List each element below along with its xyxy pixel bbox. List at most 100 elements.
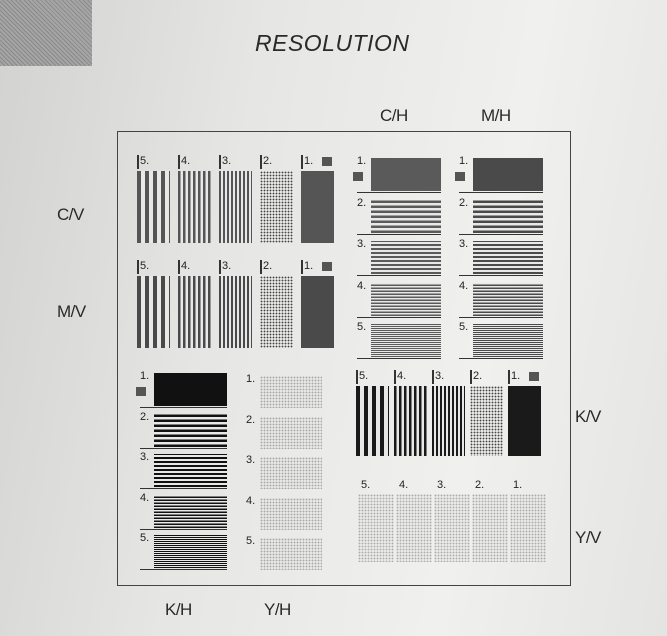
- kh-num-2: 2.: [140, 410, 150, 423]
- kh-rule-5: [140, 569, 227, 570]
- kv-num-2: 2.: [473, 370, 483, 382]
- ch-rule-3: [357, 275, 441, 276]
- kv-block-3: [432, 386, 465, 456]
- mh-rule-5: [459, 358, 543, 359]
- yh-num-3: 3.: [246, 454, 256, 466]
- yh-block-5: [260, 538, 322, 570]
- kv-num-5: 5.: [359, 370, 369, 382]
- ch-num-3: 3.: [357, 238, 367, 250]
- mv-tick-5: [137, 260, 139, 274]
- cv-num-2: 2.: [263, 155, 273, 167]
- kh-block-5: [154, 535, 227, 568]
- label-kv: K/V: [575, 407, 601, 426]
- mh-num-4: 4.: [459, 279, 469, 292]
- yv-num-3: 3.: [437, 479, 447, 491]
- yv-block-2: [472, 494, 508, 562]
- mv-block-4: [178, 276, 211, 348]
- cv-block-5: [137, 171, 170, 243]
- mh-rule-1: [459, 192, 543, 193]
- mh-num-3: 3.: [459, 238, 469, 250]
- kv-tick-2: [470, 370, 472, 384]
- ch-num-1: 1.: [357, 155, 367, 167]
- mv-num-2: 2.: [263, 260, 273, 272]
- cv-tick-3: [219, 155, 221, 169]
- kh-block-1: [154, 373, 227, 406]
- yh-num-5: 5.: [246, 535, 256, 547]
- cv-num-5: 5.: [140, 155, 150, 167]
- mv-block-1: [301, 276, 334, 348]
- mv-block-3: [219, 276, 252, 348]
- cv-tick-4: [178, 155, 180, 169]
- yv-num-2: 2.: [475, 479, 485, 491]
- kv-block-1: [508, 386, 541, 456]
- kv-block-2: [470, 386, 503, 456]
- kh-block-3: [154, 454, 227, 487]
- yv-num-1: 1.: [513, 479, 523, 491]
- mv-tick-2: [260, 260, 262, 274]
- ch-rule-1: [357, 192, 441, 193]
- page-title: RESOLUTION: [255, 30, 410, 56]
- mh-block-2: [473, 199, 543, 233]
- yv-block-5: [358, 494, 394, 562]
- cv-num-1: 1.: [304, 155, 314, 167]
- kv-num-3: 3.: [435, 370, 445, 382]
- label-mh: M/H: [481, 106, 511, 125]
- yv-block-4: [396, 494, 432, 562]
- label-cv: C/V: [57, 205, 84, 224]
- ch-rule-5: [357, 358, 441, 359]
- ch-block-2: [371, 199, 441, 233]
- yh-block-4: [260, 497, 322, 530]
- kv-tick-4: [394, 370, 396, 384]
- ch-block-5: [371, 324, 441, 357]
- mh-swatch: [455, 172, 465, 181]
- mv-tick-4: [178, 260, 180, 274]
- kh-rule-1: [140, 407, 227, 408]
- ch-block-4: [371, 282, 441, 316]
- mh-block-4: [473, 282, 543, 316]
- kv-num-1: 1.: [511, 370, 521, 382]
- label-kh: K/H: [165, 600, 192, 619]
- mh-rule-2: [459, 233, 543, 235]
- mh-num-1: 1.: [459, 155, 469, 167]
- yh-block-3: [260, 457, 322, 489]
- mh-num-5: 5.: [459, 321, 469, 333]
- ch-block-1: [371, 158, 441, 191]
- yv-num-4: 4.: [399, 479, 409, 491]
- ch-num-2: 2.: [357, 196, 367, 209]
- mh-num-2: 2.: [459, 196, 469, 209]
- kv-tick-3: [432, 370, 434, 384]
- resolution-frame: [117, 131, 571, 586]
- mh-block-1: [473, 158, 543, 191]
- mv-num-5: 5.: [140, 260, 150, 272]
- mh-rule-3: [459, 275, 543, 276]
- cv-block-2: [260, 171, 293, 243]
- kh-num-5: 5.: [140, 532, 150, 544]
- mh-block-3: [473, 241, 543, 274]
- kv-swatch: [529, 372, 539, 381]
- cv-block-4: [178, 171, 211, 243]
- ch-rule-4: [357, 316, 441, 318]
- label-mv: M/V: [57, 302, 86, 321]
- cv-num-4: 4.: [181, 155, 191, 167]
- cv-block-3: [219, 171, 252, 243]
- cv-num-3: 3.: [222, 155, 232, 167]
- mv-num-3: 3.: [222, 260, 232, 272]
- ch-block-3: [371, 241, 441, 274]
- yv-block-3: [434, 494, 470, 562]
- kv-num-4: 4.: [397, 370, 407, 382]
- yh-num-2: 2.: [246, 413, 256, 426]
- yh-num-1: 1.: [246, 373, 256, 385]
- label-yh: Y/H: [264, 600, 291, 619]
- cv-swatch: [322, 157, 332, 166]
- kh-swatch: [136, 387, 146, 396]
- yv-block-1: [510, 494, 546, 562]
- yh-block-1: [260, 376, 322, 408]
- yh-block-2: [260, 416, 322, 449]
- kh-rule-3: [140, 488, 227, 489]
- kh-num-4: 4.: [140, 491, 150, 504]
- kv-block-4: [394, 386, 427, 456]
- kh-rule-4: [140, 528, 227, 530]
- ch-num-4: 4.: [357, 279, 367, 292]
- mv-block-2: [260, 276, 293, 348]
- kh-rule-2: [140, 447, 227, 449]
